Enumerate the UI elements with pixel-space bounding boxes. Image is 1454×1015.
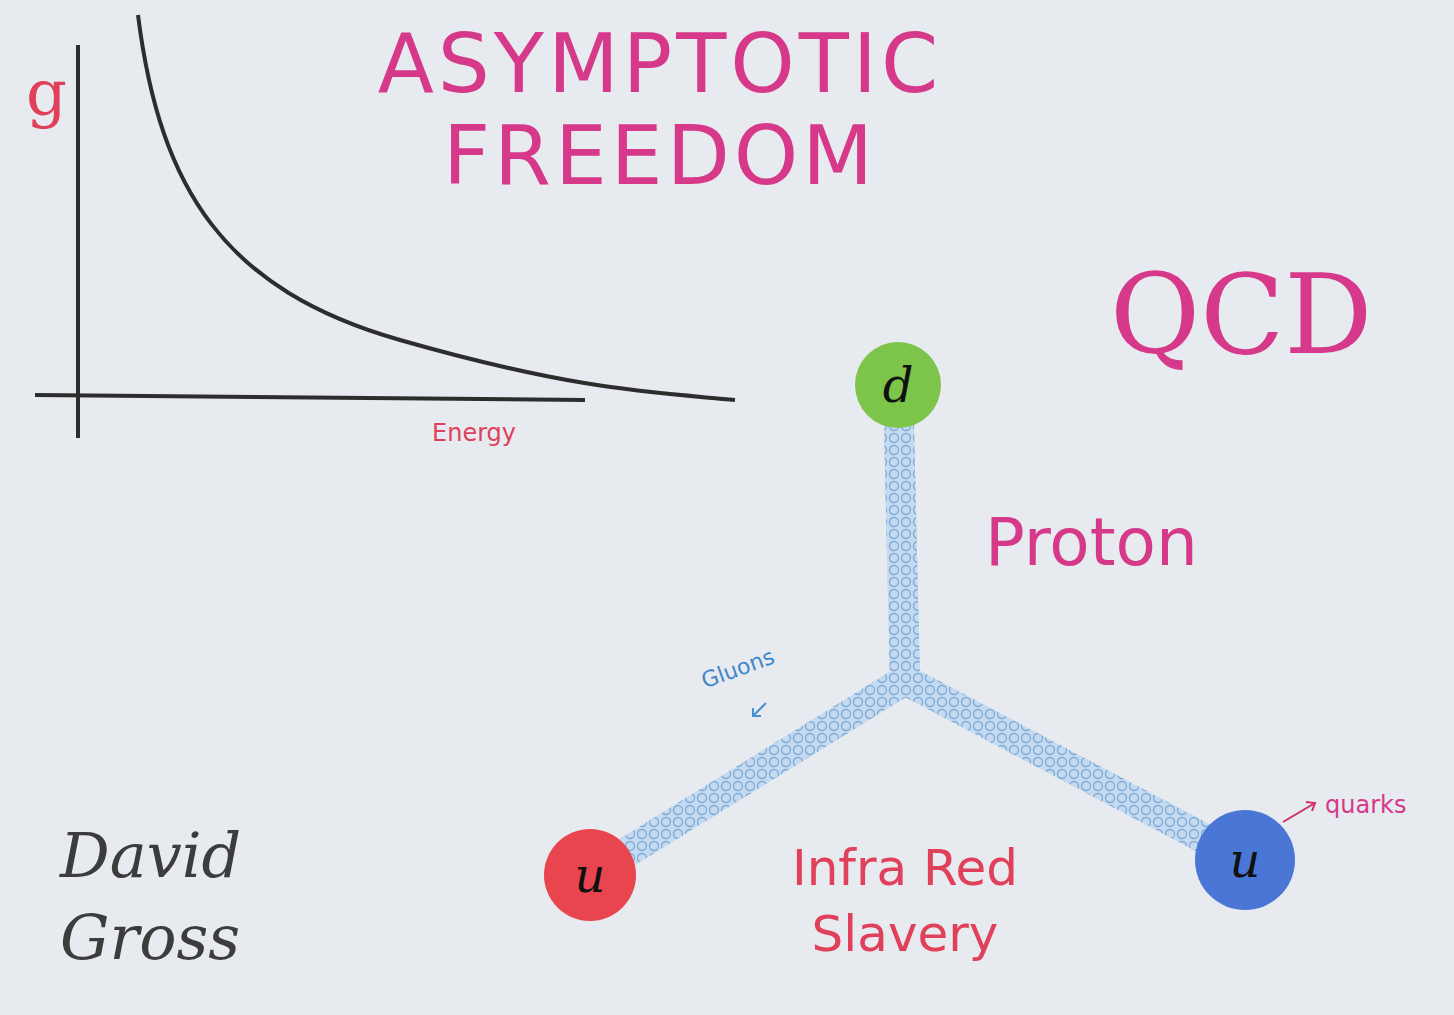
title: ASYMPTOTIC FREEDOM	[300, 18, 1020, 202]
axis-label: Energy	[432, 418, 516, 448]
particle-label: Proton	[985, 500, 1198, 586]
axis-label: g	[26, 58, 67, 128]
gluon-label: Gluons	[698, 643, 779, 695]
gluon-tube	[626, 680, 1205, 853]
quark-circle: u	[1195, 810, 1295, 910]
y-axis	[76, 45, 80, 438]
quark-circle: u	[544, 829, 636, 921]
gluon-leader	[753, 703, 766, 716]
quark-label: quarks	[1325, 790, 1406, 820]
quark-name: d	[883, 361, 914, 409]
theory-label: QCD	[1110, 240, 1373, 390]
quark-name: u	[575, 851, 606, 899]
confinement-label: Infra Red Slavery	[735, 835, 1075, 967]
x-axis	[35, 395, 585, 400]
quark-circle: d	[855, 342, 941, 428]
gluon-tube	[626, 424, 905, 853]
quark-leader	[1283, 802, 1315, 822]
signature: David Gross	[60, 815, 330, 979]
gluon-tube	[899, 424, 1204, 838]
quark-name: u	[1230, 836, 1261, 884]
